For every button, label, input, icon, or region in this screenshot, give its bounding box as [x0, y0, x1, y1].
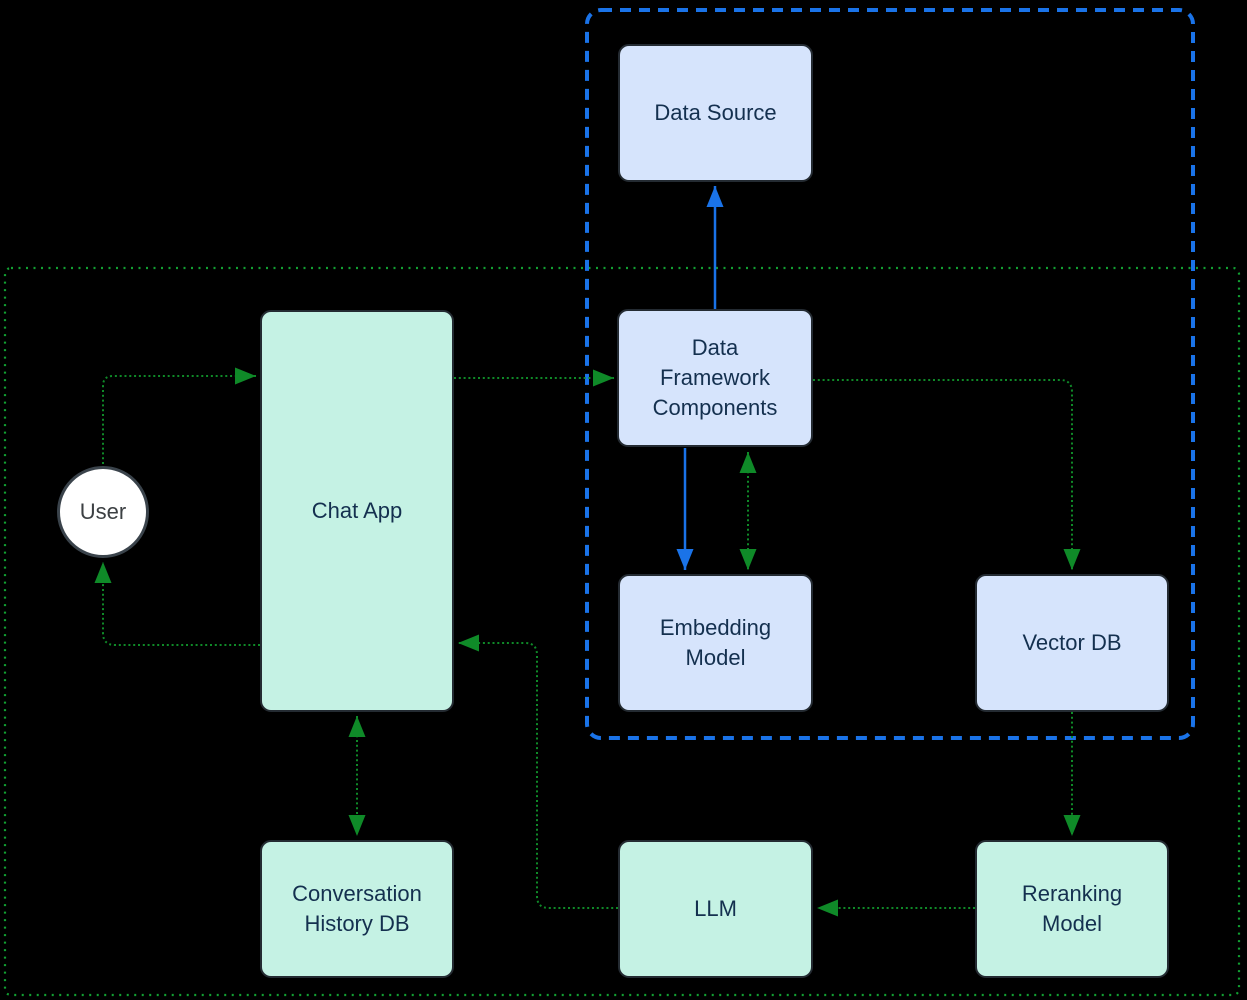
node-vector-db-label: Vector DB [1022, 630, 1122, 656]
node-embedding-model: Embedding Model [618, 574, 813, 712]
node-vector-db: Vector DB [975, 574, 1169, 712]
edge-llm-to-chat-app [458, 634, 618, 909]
node-llm: LLM [618, 840, 813, 978]
node-llm-label: LLM [694, 896, 737, 922]
ingestion-pipeline-group-border [585, 8, 1195, 740]
node-data-framework-components: Data Framework Components [617, 309, 813, 447]
node-user: User [57, 466, 149, 558]
node-reranking-model: Reranking Model [975, 840, 1169, 978]
node-user-label: User [79, 499, 127, 524]
edge-chat-app-to-user [94, 562, 260, 646]
node-reranking-model-label: Reranking Model [1021, 881, 1123, 936]
edge-user-to-chat-app [102, 367, 256, 464]
node-conversation-history-db-label: Conversation History DB [292, 881, 422, 936]
node-chat-app: Chat App [260, 310, 454, 712]
node-data-source: Data Source [618, 44, 813, 182]
edge-data-framework-to-vector-db [813, 379, 1081, 570]
query-pipeline-group-border [3, 266, 1241, 997]
node-chat-app-label: Chat App [311, 498, 403, 524]
node-embedding-model-label: Embedding Model [659, 615, 772, 670]
node-data-source-label: Data Source [654, 100, 777, 126]
node-data-framework-components-label: Data Framework Components [652, 335, 778, 420]
node-conversation-history-db: Conversation History DB [260, 840, 454, 978]
